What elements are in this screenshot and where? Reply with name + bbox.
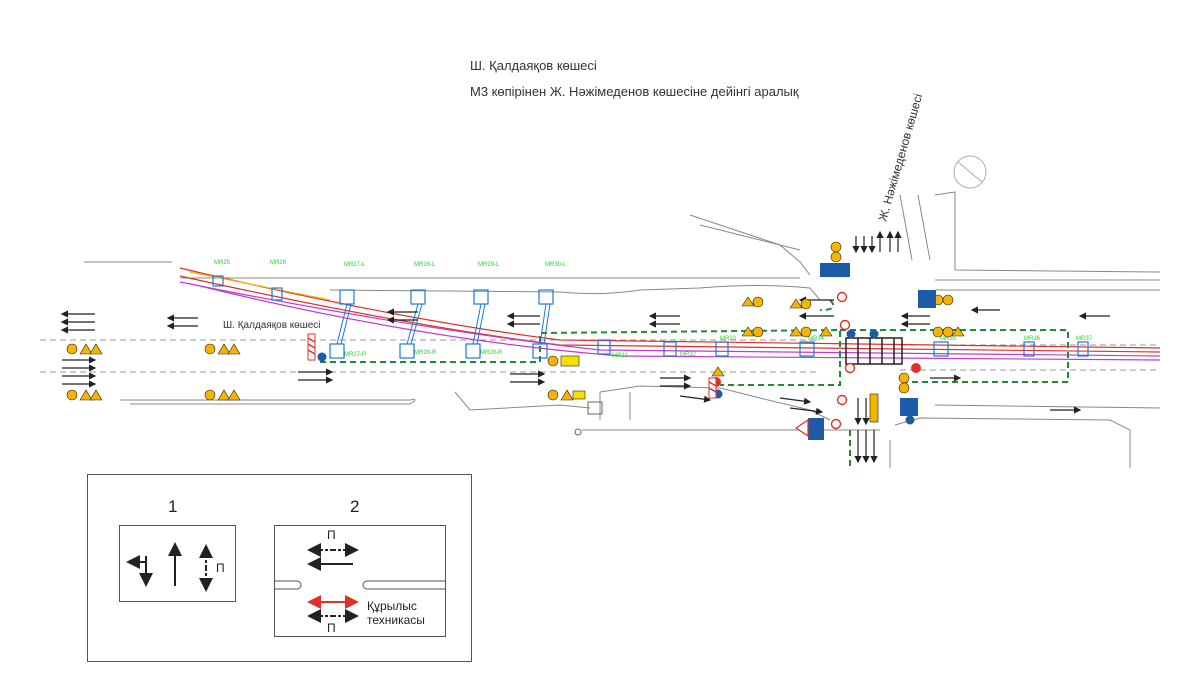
construction-label-line1: Құрылыс [367, 599, 417, 613]
sign-cluster [204, 343, 241, 355]
direction-sign [820, 263, 850, 277]
round-signs [317, 291, 921, 430]
marker-label: MR29-R [480, 350, 503, 356]
sign-cluster [547, 355, 580, 367]
marker-label: MR27-R [344, 352, 367, 358]
cross-street-label: Ж. Нәжімеденов көшесі [875, 92, 925, 223]
traffic-arrows [60, 230, 1110, 464]
sign-cluster [741, 296, 764, 308]
intersection-barrier [845, 337, 903, 365]
legend: 1 П 2 [87, 474, 472, 662]
marker-label: MR35 [940, 336, 957, 342]
sign-cluster [741, 326, 764, 338]
marker-label: MR34 [808, 336, 825, 342]
section-title: М3 көпірінен Ж. Нәжімеденов көшесіне дей… [470, 84, 799, 99]
marker-label: MR33 [720, 336, 737, 342]
sign-cluster [932, 326, 965, 338]
work-zone [320, 299, 1069, 470]
sign-cluster [789, 326, 812, 338]
sign-cluster [66, 389, 103, 401]
panel2-top-label: П [327, 528, 336, 542]
street-title: Ш. Қалдаяқов көшесі [470, 58, 597, 73]
marker-label: MR37 [1076, 336, 1093, 342]
sign-cluster [830, 241, 842, 263]
marker-label: MR26 [270, 260, 287, 266]
marker-label: MR28-R [414, 350, 437, 356]
sign-cluster [898, 372, 910, 394]
marker-label: MR29-L [478, 262, 500, 268]
main-street-label: Ш. Қалдаяқов көшесі [223, 320, 321, 331]
north-arrow-icon [953, 155, 987, 189]
panel2-bottom-label: П [327, 621, 336, 635]
sign-cluster [711, 366, 725, 377]
pipelines [179, 267, 1161, 361]
legend-panel-2: П П Құрылыс техникасы [274, 525, 446, 637]
panel1-arrow-label: П [216, 561, 225, 575]
legend-panel-1: П [119, 525, 236, 602]
marker-label: MR31 [612, 353, 629, 359]
marker-label: MR25 [214, 260, 231, 266]
sign-cluster [789, 298, 812, 310]
panel-1-number: 1 [168, 497, 178, 516]
marker-label: MR30-L [545, 262, 567, 268]
direction-signs [794, 263, 936, 440]
direction-sign [918, 290, 936, 308]
marker-label: MR27-L [344, 262, 366, 268]
structure-links [336, 303, 551, 345]
sign-cluster [869, 393, 879, 423]
direction-sign [808, 418, 824, 440]
island-building [574, 401, 603, 436]
warning-signs [66, 241, 965, 423]
lane-arrows-diagram: П [126, 542, 225, 592]
marker-label: MR36 [1024, 336, 1041, 342]
panel-2-number: 2 [350, 497, 360, 516]
traffic-scheme-map[interactable]: MR25 MR26 MR27-L MR28-L MR29-L MR30-L MR… [0, 0, 1200, 470]
marker-label: MR32 [680, 352, 697, 358]
direction-sign [900, 398, 918, 416]
sign-cluster [547, 389, 586, 401]
construction-arrows-diagram: П П Құрылыс техникасы [275, 528, 445, 635]
sign-cluster [66, 343, 103, 355]
marker-label: MR28-L [414, 262, 436, 268]
chevron-barriers [307, 333, 717, 399]
sign-cluster [819, 326, 833, 337]
station-markers: MR25 MR26 MR27-L MR28-L MR29-L MR30-L MR… [214, 260, 1093, 359]
construction-label-line2: техникасы [367, 613, 425, 627]
sign-cluster [204, 389, 241, 401]
